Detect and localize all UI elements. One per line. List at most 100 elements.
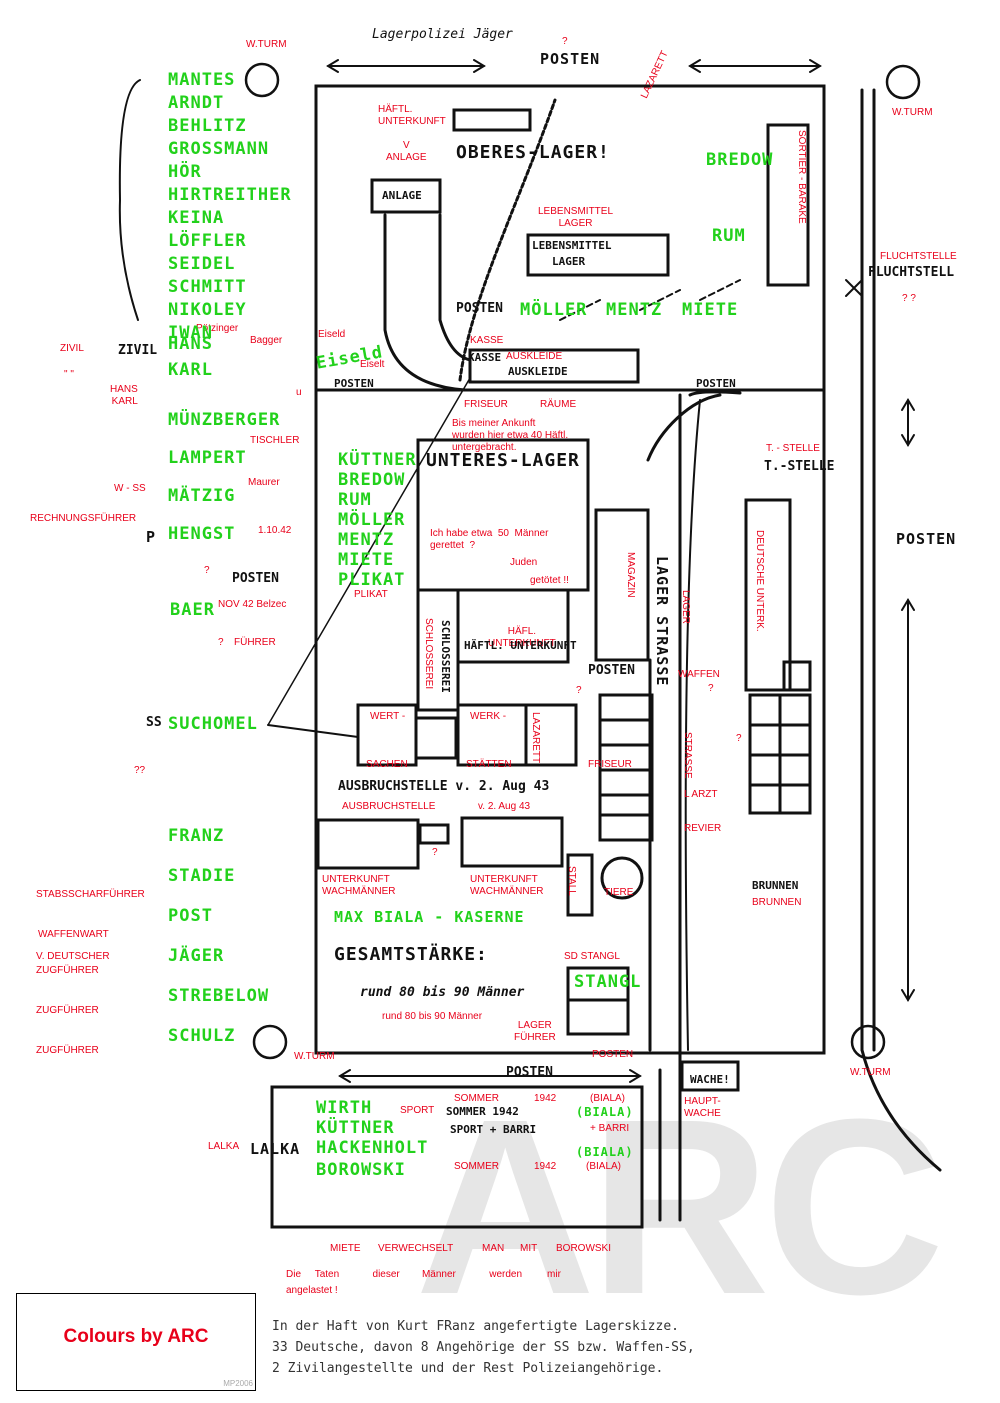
name-list-item: LAMPERT bbox=[168, 448, 247, 468]
label-q-strasse: ? bbox=[736, 733, 742, 744]
name-list-item: POST bbox=[168, 906, 213, 926]
label-qq-left: ?? bbox=[134, 765, 146, 776]
label-schlosserei: SCHLOSSEREI bbox=[423, 618, 434, 690]
ink-posten-upper: POSTEN bbox=[456, 301, 503, 316]
label-man: MAN bbox=[482, 1243, 505, 1254]
ink-brunnen: BRUNNEN bbox=[752, 879, 799, 892]
label-q-fuehrer: ? bbox=[218, 637, 224, 648]
ink-sommer: SOMMER 1942 bbox=[446, 1105, 519, 1118]
label-haefl-unterkunft: HÄFL. UNTERKUNFT bbox=[488, 626, 556, 649]
label-zivil: ZIVIL bbox=[60, 343, 84, 354]
name-list-item: SCHMITT bbox=[168, 277, 247, 297]
name-stangl: STANGL bbox=[574, 972, 642, 992]
label-gerettet-note: Ich habe etwa 50 Männer gerettet ? bbox=[430, 528, 549, 551]
label-l-arzt: L ARZT bbox=[684, 789, 718, 800]
entrance-area bbox=[270, 1085, 644, 1229]
v-anlage-box bbox=[370, 178, 442, 214]
label-sachen: SACHEN bbox=[366, 759, 408, 770]
label-plikat: PLIKAT bbox=[354, 589, 388, 600]
name-baer: BAER bbox=[170, 600, 215, 620]
lower-camp-boundary bbox=[314, 388, 826, 1055]
label-eiseld: Eiseld bbox=[318, 329, 346, 340]
label-sommer-a: SOMMER bbox=[454, 1093, 499, 1104]
ink-lebensmittel: LEBENSMITTEL bbox=[532, 239, 612, 252]
label-fluchtstelle: FLUCHTSTELLE bbox=[880, 251, 957, 262]
label-lazarett: LAZARETT bbox=[530, 712, 541, 764]
label-rund-80: rund 80 bis 90 Männer bbox=[382, 1011, 483, 1022]
left-brace bbox=[118, 79, 141, 321]
name-list-item: MANTES bbox=[168, 70, 236, 90]
v-anlage-path bbox=[383, 213, 467, 392]
label-u: u bbox=[296, 387, 302, 398]
name-list-item: BEHLITZ bbox=[168, 116, 247, 136]
label-revier: REVIER bbox=[684, 823, 722, 834]
label-ausbruchstelle: AUSBRUCHSTELLE bbox=[342, 801, 436, 812]
label-v-deutscher: V. DEUTSCHER bbox=[36, 951, 110, 962]
name-list-item: MÜNZBERGER bbox=[168, 410, 281, 430]
label-zugfuehrer-1: ZUGFÜHRER bbox=[36, 965, 99, 976]
label-stall: STALL bbox=[566, 866, 577, 896]
label-rechnungsfuehrer: RECHNUNGSFÜHRER bbox=[30, 513, 137, 524]
ink-sport-barri: SPORT + BARRI bbox=[450, 1123, 537, 1136]
label-fluchtstelle-q: ? ? bbox=[902, 293, 916, 304]
ink-posten-gate: POSTEN bbox=[506, 1065, 553, 1080]
name-list-item: ARNDT bbox=[168, 93, 225, 113]
lager-strasse bbox=[646, 393, 722, 462]
label-waffen: WAFFEN bbox=[678, 669, 720, 680]
label-hans-karl: HANS KARL bbox=[110, 384, 138, 407]
label-sport: SPORT bbox=[400, 1105, 435, 1116]
name-list-item: BREDOW bbox=[338, 470, 406, 490]
label-raeume: RÄUME bbox=[540, 399, 577, 410]
label-wert: WERT - bbox=[370, 711, 406, 722]
ink-kasse: KASSE bbox=[468, 351, 502, 364]
ink-posten-strasse: POSTEN bbox=[588, 663, 635, 678]
name-list-item: PLIKAT bbox=[338, 570, 406, 590]
label-borowski: BOROWSKI bbox=[556, 1243, 612, 1254]
label-stabsscharfuehrer: STABSSCHARFÜHRER bbox=[36, 889, 145, 900]
watch-tower-bottom-left bbox=[252, 1024, 288, 1060]
name-suchomel: SUCHOMEL bbox=[168, 714, 258, 734]
label-waffenwart: WAFFENWART bbox=[38, 929, 109, 940]
label-bagger: Bagger bbox=[250, 335, 283, 346]
label-1942-b: 1942 bbox=[534, 1161, 557, 1172]
name-list-item: STADIE bbox=[168, 866, 236, 886]
label-q-hengst: ? bbox=[204, 565, 210, 576]
name-list-item: MÖLLER bbox=[338, 510, 406, 530]
name-hans: HANS bbox=[168, 334, 213, 354]
name-borowski: BOROWSKI bbox=[316, 1160, 406, 1180]
name-list-item: RUM bbox=[338, 490, 372, 510]
tiere-circle bbox=[600, 856, 644, 900]
label-q-unterkunft: ? bbox=[432, 847, 438, 858]
ink-anlage: ANLAGE bbox=[382, 189, 422, 202]
ink-lagerpolizei: Lagerpolizei Jäger bbox=[372, 27, 513, 42]
label-lager-fuehrer: LAGER FÜHRER bbox=[514, 1020, 556, 1043]
label-fuehrer: FÜHRER bbox=[234, 637, 276, 648]
ink-p-marker: P bbox=[146, 528, 157, 546]
label-unterkunft-wach-1: UNTERKUNFT WACHMÄNNER bbox=[322, 874, 396, 897]
ink-posten-right: POSTEN bbox=[896, 530, 957, 548]
ink-rund: rund 80 bis 90 Männer bbox=[360, 985, 525, 1000]
label-getoetet: getötet !! bbox=[530, 575, 569, 586]
name-biala-2: (BIALA) bbox=[576, 1145, 634, 1159]
fence-bottom-curve bbox=[860, 1048, 942, 1172]
label-juden: Juden bbox=[510, 557, 538, 568]
watch-tower-top-left bbox=[244, 62, 280, 98]
waffen-box bbox=[782, 660, 812, 692]
label-date-1-10-42: 1.10.42 bbox=[258, 525, 292, 536]
ink-auskleide: AUSKLEIDE bbox=[508, 365, 568, 378]
ink-fluchtstell: FLUCHTSTELL bbox=[868, 265, 955, 280]
label-unterkunft-wach-2: UNTERKUNFT WACHMÄNNER bbox=[470, 874, 544, 897]
label-t-stelle: T. - STELLE bbox=[766, 443, 820, 454]
label-tiere: TIERE bbox=[604, 887, 634, 898]
label-haeftl-unterkunft-top: HÄFTL. UNTERKUNFT bbox=[378, 104, 446, 127]
ink-ss-marker: SS bbox=[146, 715, 162, 730]
lazarett-box bbox=[524, 703, 578, 767]
label-zugfuehrer-3: ZUGFÜHRER bbox=[36, 1045, 99, 1056]
ink-unteres-lager: UNTERES-LAGER bbox=[426, 450, 580, 471]
label-w-turm-bottom-right: W.TURM bbox=[850, 1067, 891, 1078]
label-poetzinger: Pötzinger bbox=[196, 323, 239, 334]
name-list-item: LÖFFLER bbox=[168, 231, 247, 251]
label-v-anlage: V ANLAGE bbox=[386, 140, 427, 163]
label-sortier-baracke: SORTIER - BARAKE bbox=[796, 130, 807, 224]
label-miete: MIETE bbox=[330, 1243, 361, 1254]
